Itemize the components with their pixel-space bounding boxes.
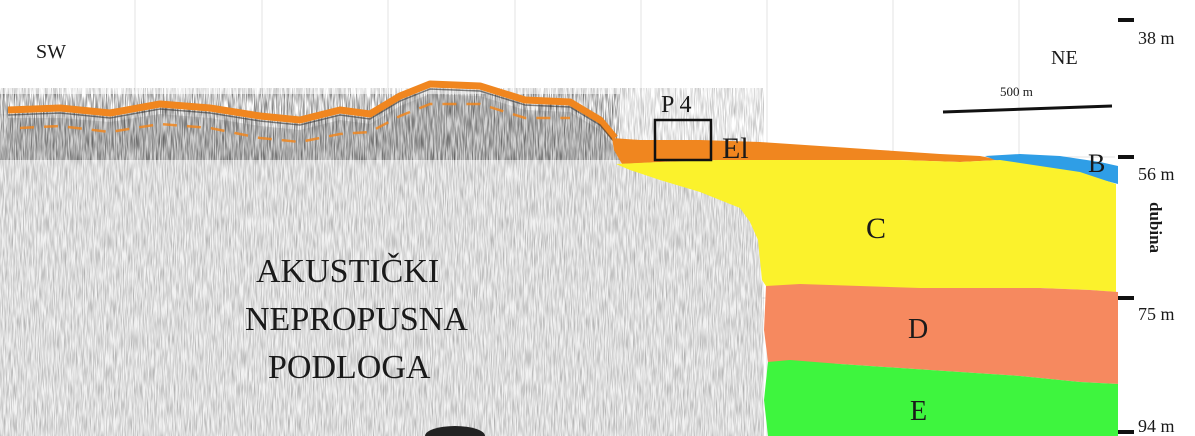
dark-blob bbox=[425, 426, 485, 436]
bedrock-label-line-1: AKUSTIČKI bbox=[256, 252, 439, 290]
bedrock-label-line-3: PODLOGA bbox=[268, 349, 431, 386]
p4-box bbox=[653, 118, 713, 162]
layer-d bbox=[764, 284, 1118, 384]
acoustic-basement bbox=[0, 88, 764, 436]
layer-d-label: D bbox=[908, 314, 928, 345]
scale-bar-line bbox=[942, 104, 1113, 114]
seabed-reflector bbox=[7, 80, 618, 141]
depth-label-38: 38 m bbox=[1138, 28, 1175, 48]
layer-c bbox=[616, 160, 1116, 292]
layer-b-label: B bbox=[1088, 149, 1105, 178]
layer-el bbox=[612, 138, 1000, 164]
depth-label-75: 75 m bbox=[1138, 304, 1175, 324]
direction-sw-label: SW bbox=[36, 41, 66, 63]
seabed-dark-line bbox=[7, 88, 616, 144]
scale-bar-label: 500 m bbox=[1000, 84, 1033, 99]
depth-label-56: 56 m bbox=[1138, 164, 1175, 184]
direction-ne-label: NE bbox=[1051, 47, 1078, 69]
p4-label: P 4 bbox=[661, 92, 691, 118]
depth-axis bbox=[1118, 18, 1134, 434]
layer-el-label: El bbox=[722, 132, 749, 165]
depth-axis-title: dubina bbox=[1146, 202, 1165, 254]
layer-e-label: E bbox=[910, 396, 927, 427]
bedrock-label-line-2: NEPROPUSNA bbox=[245, 301, 468, 338]
subbottom-dashed-reflector bbox=[19, 102, 570, 144]
layer-c-label: C bbox=[866, 212, 886, 245]
layer-e bbox=[764, 360, 1118, 436]
depth-label-94: 94 m bbox=[1138, 416, 1175, 436]
layer-b bbox=[985, 154, 1118, 184]
